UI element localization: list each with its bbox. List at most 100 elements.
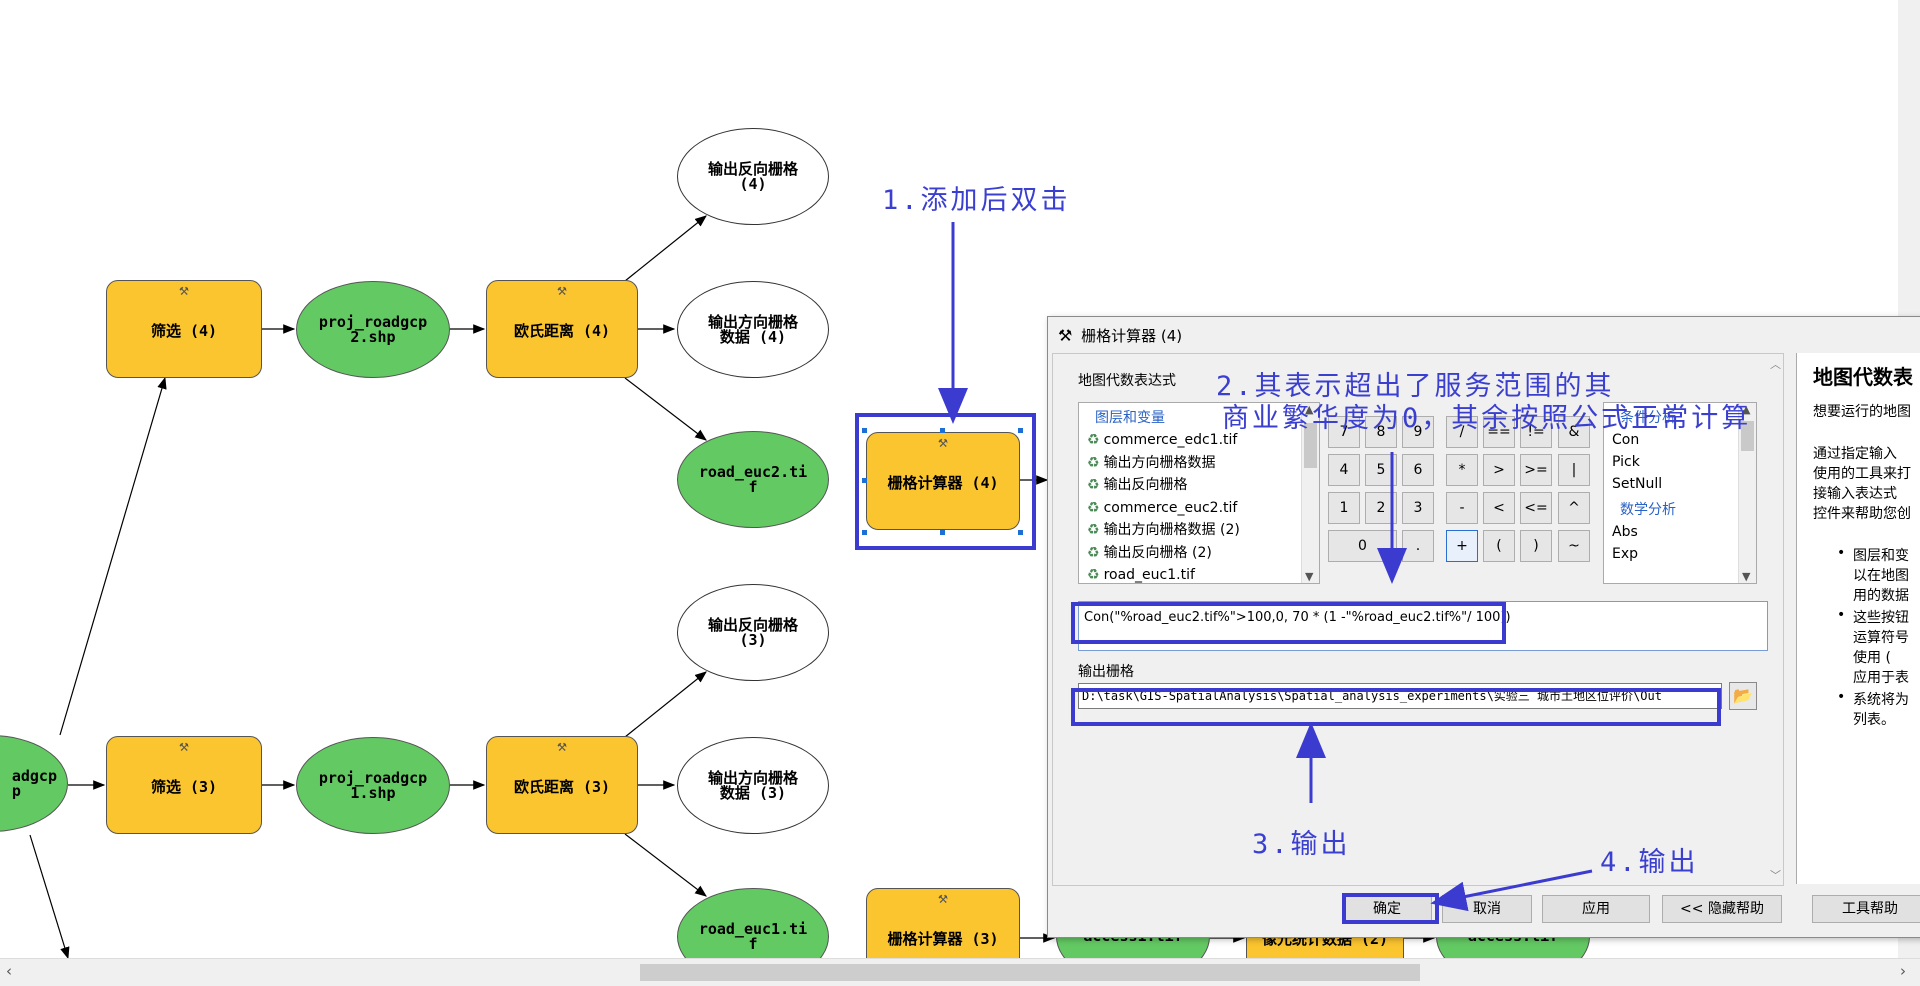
scroll-thumb[interactable] bbox=[640, 964, 1420, 981]
annotation-step2-line2: 商业繁华度为0，其余按照公式正常计算 bbox=[1222, 403, 1752, 434]
layer-item[interactable]: ♻road_euc1.tif bbox=[1087, 567, 1195, 583]
browse-folder-button[interactable]: 📂 bbox=[1729, 682, 1757, 710]
tool-filter-4[interactable]: ⚒ 筛选 (4) bbox=[106, 280, 262, 378]
apply-button[interactable]: 应用 bbox=[1542, 895, 1650, 923]
parameters-pane: 地图代数表达式 图层和变量 ♻commerce_edc1.tif ♻输出方向栅格… bbox=[1052, 353, 1784, 886]
scroll-down-icon[interactable]: ▼ bbox=[1742, 570, 1751, 583]
layer-item[interactable]: ♻commerce_euc2.tif bbox=[1087, 499, 1238, 516]
keypad-button[interactable]: * bbox=[1446, 454, 1478, 486]
keypad-button[interactable]: ^ bbox=[1558, 492, 1590, 524]
expression-textarea[interactable]: Con("%road_euc2.tif%">100,0, 70 * (1 -"%… bbox=[1078, 601, 1768, 651]
layer-item[interactable]: ♻commerce_edc1.tif bbox=[1087, 432, 1238, 448]
annotation-step4: 4.输出 bbox=[1600, 847, 1699, 878]
pane-scrollbar[interactable]: ︿ ﹀ bbox=[1768, 354, 1783, 885]
help-title: 地图代数表 bbox=[1813, 365, 1913, 389]
keypad-button[interactable]: > bbox=[1483, 454, 1515, 486]
function-abs[interactable]: Abs bbox=[1612, 524, 1638, 540]
keypad-button[interactable]: & bbox=[1558, 416, 1590, 448]
scroll-up-icon[interactable]: ▲ bbox=[1742, 403, 1751, 416]
keypad-button[interactable]: 6 bbox=[1402, 454, 1434, 486]
horizontal-scrollbar[interactable]: ‹ › bbox=[0, 958, 1920, 986]
selection-handle bbox=[940, 428, 945, 433]
functions-list[interactable]: 条件分析 Con Pick SetNull 数学分析 Abs Exp ▲ ▼ bbox=[1603, 402, 1757, 584]
data-road-euc1[interactable]: road_euc1.ti f bbox=[677, 888, 829, 958]
keypad-button[interactable]: != bbox=[1520, 416, 1552, 448]
tool-euclidean-4[interactable]: ⚒ 欧氏距离 (4) bbox=[486, 280, 638, 378]
keypad-button[interactable]: . bbox=[1402, 530, 1434, 562]
raster-layer-icon: ♻ bbox=[1087, 477, 1100, 493]
scroll-left-icon[interactable]: ‹ bbox=[6, 962, 12, 980]
keypad-button[interactable]: == bbox=[1483, 416, 1515, 448]
node-label: 欧氏距离 (4) bbox=[513, 321, 611, 340]
keypad-button[interactable]: | bbox=[1558, 454, 1590, 486]
keypad-button[interactable]: ~ bbox=[1558, 530, 1590, 562]
selection-handle bbox=[940, 530, 945, 535]
annotation-step2-line1: 2.其表示超出了服务范围的其 bbox=[1216, 371, 1615, 402]
keypad-button[interactable]: 3 bbox=[1402, 492, 1434, 524]
output-raster-input[interactable]: D:\task\GIS-SpatialAnalysis\Spatial_anal… bbox=[1078, 683, 1722, 709]
help-text: 使用的工具来打 bbox=[1813, 466, 1911, 482]
scroll-down-icon[interactable]: ▼ bbox=[1305, 570, 1314, 583]
keypad-button[interactable]: ) bbox=[1520, 530, 1552, 562]
layer-item[interactable]: ♻输出方向栅格数据 (2) bbox=[1087, 522, 1240, 538]
keypad-button[interactable]: 7 bbox=[1328, 416, 1360, 448]
data-road-euc2[interactable]: road_euc2.ti f bbox=[677, 431, 829, 528]
cancel-button[interactable]: 取消 bbox=[1442, 895, 1532, 923]
function-setnull[interactable]: SetNull bbox=[1612, 476, 1663, 492]
node-label: proj_roadgcp 1.shp bbox=[318, 768, 428, 802]
keypad-button[interactable]: >= bbox=[1520, 454, 1552, 486]
keypad-button[interactable]: 5 bbox=[1365, 454, 1397, 486]
node-label: 筛选 (3) bbox=[150, 777, 218, 796]
layers-list[interactable]: 图层和变量 ♻commerce_edc1.tif ♻输出方向栅格数据 ♻输出反向… bbox=[1078, 402, 1320, 584]
scroll-up-icon[interactable]: ︿ bbox=[1770, 358, 1781, 371]
output-back-direction-3[interactable]: 输出反向栅格 (3) bbox=[677, 584, 829, 681]
data-proj-roadgcp2[interactable]: proj_roadgcp 2.shp bbox=[296, 281, 450, 378]
keypad-button[interactable]: / bbox=[1446, 416, 1478, 448]
keypad-button[interactable]: + bbox=[1446, 530, 1478, 562]
hide-help-button[interactable]: << 隐藏帮助 bbox=[1662, 895, 1782, 923]
keypad-button[interactable]: 2 bbox=[1365, 492, 1397, 524]
tool-filter-3[interactable]: ⚒ 筛选 (3) bbox=[106, 736, 262, 834]
scroll-down-icon[interactable]: ﹀ bbox=[1770, 869, 1781, 882]
tool-raster-calculator-4[interactable]: ⚒ 栅格计算器 (4) bbox=[866, 432, 1020, 530]
layer-item[interactable]: ♻输出反向栅格 (2) bbox=[1087, 544, 1212, 561]
node-label: 输出反向栅格 (3) bbox=[707, 615, 798, 649]
scroll-thumb[interactable] bbox=[1741, 421, 1754, 451]
keypad-button[interactable]: ( bbox=[1483, 530, 1515, 562]
layers-group-title: 图层和变量 bbox=[1095, 410, 1165, 426]
data-proj-roadgcp1[interactable]: proj_roadgcp 1.shp bbox=[296, 737, 450, 834]
functions-scrollbar[interactable]: ▲ ▼ bbox=[1738, 403, 1756, 583]
keypad-button[interactable]: 1 bbox=[1328, 492, 1360, 524]
keypad-button[interactable]: 8 bbox=[1365, 416, 1397, 448]
function-pick[interactable]: Pick bbox=[1612, 454, 1640, 470]
output-direction-3[interactable]: 输出方向栅格 数据 (3) bbox=[677, 737, 829, 834]
dialog-title-bar[interactable]: ⚒ 栅格计算器 (4) bbox=[1058, 325, 1182, 346]
ok-button[interactable]: 确定 bbox=[1342, 895, 1432, 923]
folder-icon: 📂 bbox=[1733, 686, 1753, 705]
layer-item[interactable]: ♻输出方向栅格数据 bbox=[1087, 454, 1216, 471]
scroll-up-icon[interactable]: ▲ bbox=[1305, 403, 1314, 416]
scroll-thumb[interactable] bbox=[1304, 423, 1317, 468]
tool-help-button[interactable]: 工具帮助 bbox=[1812, 895, 1920, 923]
layers-scrollbar[interactable]: ▲ ▼ bbox=[1301, 403, 1319, 583]
help-text: 控件来帮助您创 bbox=[1813, 506, 1911, 522]
keypad-button[interactable]: < bbox=[1483, 492, 1515, 524]
tool-euclidean-3[interactable]: ⚒ 欧氏距离 (3) bbox=[486, 736, 638, 834]
keypad-button[interactable]: 4 bbox=[1328, 454, 1360, 486]
keypad-button[interactable]: 0 bbox=[1328, 530, 1397, 562]
keypad-button[interactable]: 9 bbox=[1402, 416, 1434, 448]
help-text: 使用 ( bbox=[1853, 650, 1891, 666]
output-direction-4[interactable]: 输出方向栅格 数据 (4) bbox=[677, 281, 829, 378]
keypad-button[interactable]: <= bbox=[1520, 492, 1552, 524]
layer-item[interactable]: ♻输出反向栅格 bbox=[1087, 477, 1188, 493]
function-exp[interactable]: Exp bbox=[1612, 546, 1639, 562]
keypad-button[interactable]: - bbox=[1446, 492, 1478, 524]
scroll-right-icon[interactable]: › bbox=[1900, 962, 1906, 980]
raster-layer-icon: ♻ bbox=[1087, 567, 1100, 583]
help-text: 用的数据 bbox=[1853, 588, 1909, 604]
hammer-icon: ⚒ bbox=[179, 280, 189, 299]
output-path-text: D:\task\GIS-SpatialAnalysis\Spatial_anal… bbox=[1082, 689, 1662, 703]
tool-raster-calculator-3[interactable]: ⚒ 栅格计算器 (3) bbox=[866, 888, 1020, 958]
output-back-direction-4[interactable]: 输出反向栅格 (4) bbox=[677, 128, 829, 225]
function-con[interactable]: Con bbox=[1612, 432, 1640, 448]
